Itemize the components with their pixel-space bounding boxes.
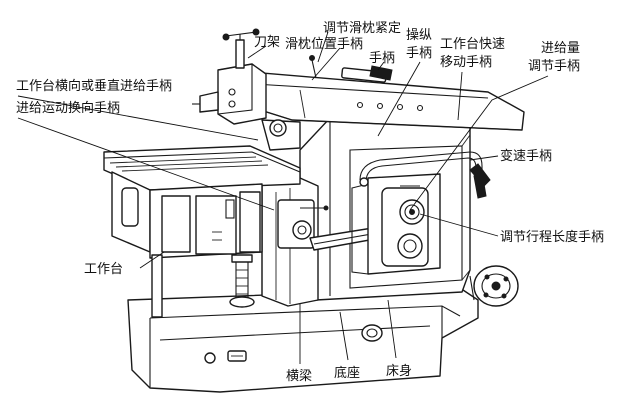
label-base: 底座 — [334, 365, 360, 381]
table-support — [151, 254, 255, 318]
gearbox — [351, 173, 441, 275]
ram-lock-handle — [309, 55, 393, 83]
machine-base — [127, 287, 479, 393]
label-bed: 床身 — [386, 363, 412, 379]
label-adjust-ram-lock-line2: 滑枕位置手柄 — [285, 37, 363, 52]
feed-mechanism — [277, 199, 329, 249]
label-feed-adjust-line2: 调节手柄 — [528, 59, 580, 74]
tool-head — [192, 28, 267, 125]
label-adjust-ram-lock-line1: 调节滑枕紧定 — [323, 21, 401, 36]
label-tool-rest: 刀架 — [254, 35, 280, 50]
label-worktable: 工作台 — [84, 262, 123, 277]
label-ram-handle: 手柄 — [369, 51, 395, 66]
speed-lever — [359, 151, 491, 199]
label-stroke-adjust-lever: 调节行程长度手柄 — [500, 229, 604, 245]
label-lever-line1: 操纵 — [406, 27, 432, 43]
label-speed-lever: 变速手柄 — [500, 148, 552, 164]
worktable-assembly — [103, 145, 301, 259]
label-table-feed-lever: 工作台横向或垂直进给手柄 — [16, 78, 172, 94]
labels: 刀架 调节滑枕紧定 滑枕位置手柄 手柄 操纵 手柄 工作台快速 移动手柄 进给量… — [16, 21, 604, 384]
label-crossbeam: 横梁 — [286, 369, 312, 384]
label-table-fast-line2: 移动手柄 — [440, 55, 492, 70]
leader-lines — [17, 31, 549, 364]
pulley-wheel — [469, 265, 519, 307]
label-table-fast-line1: 工作台快速 — [440, 37, 505, 52]
label-feed-reverse-lever: 进给运动换向手柄 — [16, 100, 120, 116]
label-lever-line2: 手柄 — [406, 46, 432, 61]
label-feed-adjust-line1: 进给量 — [541, 41, 580, 56]
